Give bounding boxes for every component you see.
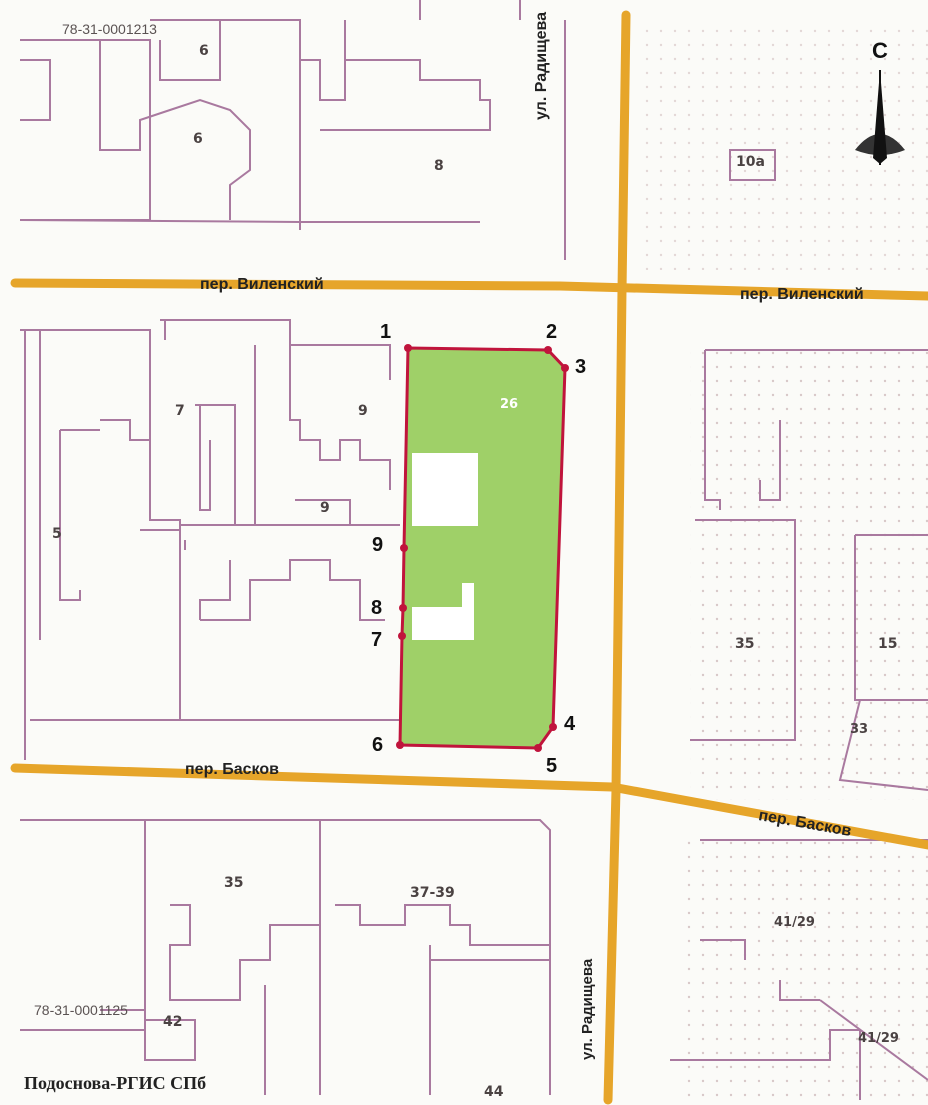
house-number-35b: 35 <box>224 875 244 891</box>
building-outlines <box>19 0 928 1100</box>
vertex-label-1: 1 <box>380 321 392 343</box>
parcel-building-2 <box>412 583 474 640</box>
north-arrow-icon <box>855 70 905 165</box>
dotted-area-se <box>680 840 928 1105</box>
house-number-9a: 9 <box>358 403 368 419</box>
vertex-label-7: 7 <box>371 629 383 651</box>
road-vilensky <box>10 278 928 301</box>
north-letter: С <box>872 38 888 63</box>
parcel-vertices <box>396 344 569 752</box>
street-label-radishcheva-top: ул. Радищева <box>533 11 550 120</box>
street-label-radishcheva-bottom: ул. Радищева <box>579 958 596 1060</box>
house-number-15: 15 <box>878 636 898 652</box>
street-label-vilensky-left: пер. Виленский <box>200 276 324 293</box>
dotted-area-e <box>690 350 928 800</box>
house-number-10a: 10а <box>736 154 765 170</box>
house-number-6b: 6 <box>193 131 203 147</box>
parcel-building-1 <box>412 453 478 526</box>
vertex-label-2: 2 <box>546 321 558 343</box>
vertex-label-3: 3 <box>575 356 587 378</box>
cadastral-block-bottom: 78-31-0001125 <box>34 1002 128 1018</box>
roads <box>10 10 928 1105</box>
house-number-9b: 9 <box>320 500 330 516</box>
parcel-polygon[interactable] <box>398 346 567 750</box>
vertex-label-8: 8 <box>371 597 383 619</box>
street-label-vilensky-right: пер. Виленский <box>740 286 864 303</box>
house-number-41-29b: 41/29 <box>858 1031 899 1046</box>
cadastral-block-top: 78-31-0001213 <box>62 21 157 37</box>
street-label-baskov-left: пер. Басков <box>185 761 279 778</box>
house-number-5: 5 <box>52 526 62 542</box>
house-number-8: 8 <box>434 158 444 174</box>
map-source-caption: Подоснова-РГИС СПб <box>24 1073 207 1093</box>
house-number-37-39: 37-39 <box>410 885 455 901</box>
house-number-7: 7 <box>175 403 185 419</box>
vertex-label-5: 5 <box>546 755 558 777</box>
house-number-41-29a: 41/29 <box>774 915 815 930</box>
road-radishcheva <box>603 10 631 1105</box>
house-number-42: 42 <box>163 1014 183 1030</box>
house-number-6a: 6 <box>199 43 209 59</box>
road-baskov <box>10 763 928 850</box>
house-number-44: 44 <box>484 1084 504 1100</box>
vertex-label-4: 4 <box>564 713 576 735</box>
house-number-33: 33 <box>850 722 869 737</box>
parcel-label: 26 <box>500 397 519 412</box>
vertex-label-6: 6 <box>372 734 384 756</box>
vertex-label-9: 9 <box>372 534 384 556</box>
house-number-35a: 35 <box>735 636 755 652</box>
